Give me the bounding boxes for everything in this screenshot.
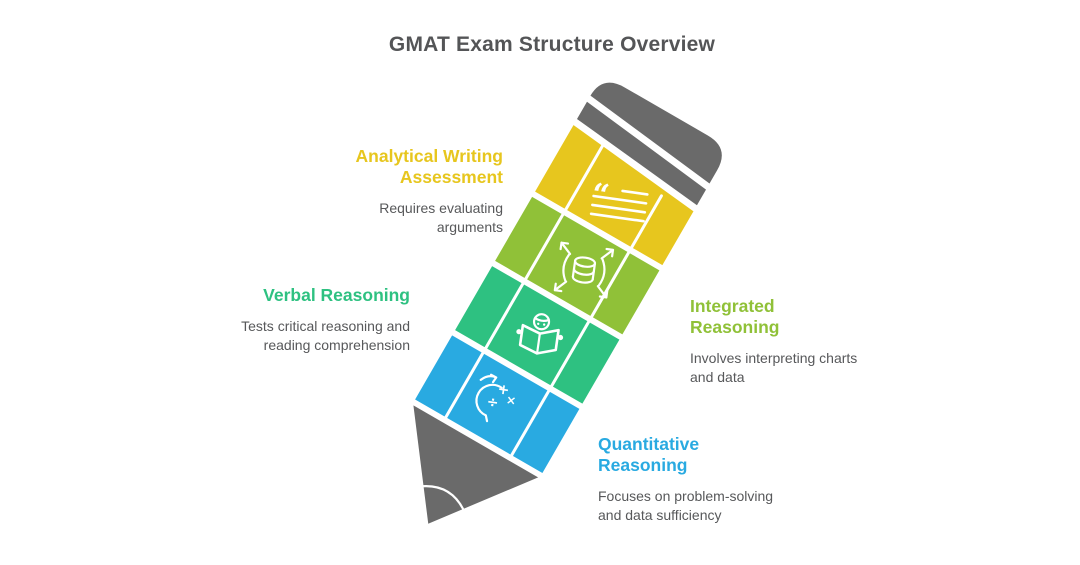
pencil-section-integrated <box>491 193 663 338</box>
plus-glyph: + <box>497 381 511 398</box>
reader-eye-right <box>542 323 546 326</box>
pencil-tip <box>410 401 543 528</box>
page-title: GMAT Exam Structure Overview <box>388 33 716 56</box>
pencil-ferrule <box>573 98 710 209</box>
head-profile <box>475 383 503 423</box>
facet-line-right <box>508 194 663 459</box>
quote-line-4 <box>589 212 645 223</box>
db-middle <box>572 267 595 276</box>
db-paren-left <box>562 253 571 282</box>
pencil-body: “ <box>410 79 725 528</box>
head-arrow <box>479 373 498 384</box>
times-glyph: × <box>505 393 517 408</box>
reader-hand-left <box>516 329 522 335</box>
verbal-label: Verbal Reasoning Tests critical reasonin… <box>218 285 410 354</box>
pencil-eraser <box>587 79 725 188</box>
awa-description: Requires evaluating arguments <box>379 200 503 235</box>
reader-book-spine <box>535 332 541 355</box>
quant-heading: Quantitative Reasoning <box>598 434 700 475</box>
quant-description: Focuses on problem-solving and data suff… <box>598 488 774 523</box>
math-head-icon: ÷ + × <box>475 373 517 423</box>
reading-person-icon <box>516 313 564 355</box>
db-bottom <box>571 275 594 284</box>
awa-label: Analytical Writing Assessment Requires e… <box>335 146 503 236</box>
awa-heading: Analytical Writing Assessment <box>355 146 503 187</box>
pencil-section-verbal <box>451 262 623 408</box>
integrated-heading: Integrated Reasoning <box>690 296 780 337</box>
verbal-heading: Verbal Reasoning <box>263 285 410 305</box>
arrow-se <box>596 285 609 299</box>
arrow-ne <box>600 247 615 260</box>
pencil-tip-arc <box>420 485 465 512</box>
quote-text-icon: “ <box>589 177 649 223</box>
pencil-section-quant <box>411 331 583 477</box>
quant-label: Quantitative Reasoning Focuses on proble… <box>598 434 784 524</box>
quote-line-1 <box>621 189 649 196</box>
facet-line-left <box>443 143 605 421</box>
integrated-label: Integrated Reasoning Involves interpreti… <box>690 296 872 386</box>
data-spread-icon <box>553 241 615 299</box>
reader-hair <box>534 317 550 322</box>
verbal-description: Tests critical reasoning and reading com… <box>241 318 410 353</box>
reader-hand-right <box>557 334 564 341</box>
db-paren-right <box>597 258 606 287</box>
quote-line-2 <box>592 194 648 205</box>
reader-eye-left <box>537 322 540 325</box>
integrated-description: Involves interpreting charts and data <box>690 350 858 385</box>
reader-head <box>532 313 551 331</box>
pencil-section-awa <box>531 121 697 269</box>
arrow-nw <box>559 241 572 256</box>
divide-glyph: ÷ <box>486 394 500 411</box>
arrow-sw <box>553 280 568 293</box>
quote-line-3 <box>591 203 647 214</box>
